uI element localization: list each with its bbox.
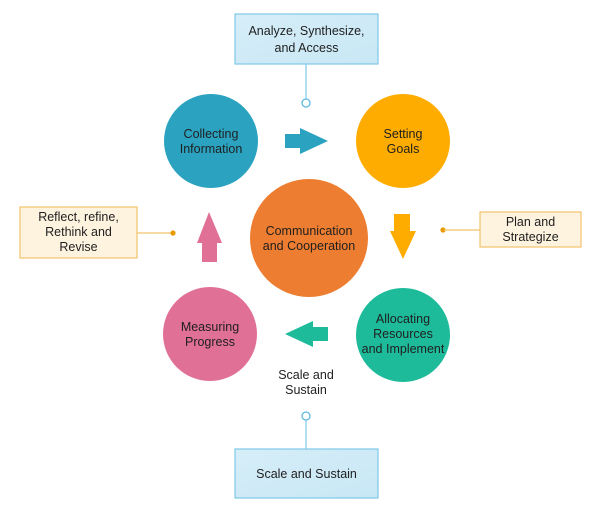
callout-left[interactable]: Reflect, refine, Rethink and Revise	[19, 206, 138, 259]
floating-label: Scale and Sustain	[278, 368, 334, 397]
stage-collecting[interactable]: Collecting Information	[164, 94, 258, 188]
callout-bottom-line-1: Scale and Sustain	[256, 467, 357, 481]
stage-setting-line-2: Goals	[387, 142, 420, 156]
stage-measuring-line-1: Measuring	[181, 320, 239, 334]
stage-allocating-line-1: Allocating	[376, 312, 430, 326]
stage-allocating-line-3: and Implement	[362, 342, 445, 356]
callout-top-line-2: and Access	[275, 41, 339, 55]
callout-top[interactable]: Analyze, Synthesize, and Access	[234, 13, 379, 65]
center-hub-line-2: and Cooperation	[263, 239, 355, 253]
callout-right-line-2: Strategize	[502, 230, 558, 244]
arrow-left-icon	[285, 321, 328, 347]
center-hub[interactable]: Communication and Cooperation	[250, 179, 368, 297]
connector-left	[137, 230, 176, 236]
connector-bottom	[301, 411, 311, 449]
center-hub-line-1: Communication	[266, 224, 353, 238]
stage-allocating[interactable]: Allocating Resources and Implement	[356, 288, 450, 382]
stage-collecting-line-1: Collecting	[184, 127, 239, 141]
connector-top	[301, 64, 311, 108]
connector-top-endpoint-icon	[301, 98, 311, 108]
stage-allocating-line-2: Resources	[373, 327, 433, 341]
callout-right[interactable]: Plan and Strategize	[479, 211, 582, 248]
stage-setting[interactable]: Setting Goals	[356, 94, 450, 188]
arrow-right-icon	[285, 128, 328, 154]
callout-left-line-1: Reflect, refine,	[38, 210, 119, 224]
callout-top-line-1: Analyze, Synthesize,	[248, 24, 364, 38]
callout-left-line-2: Rethink and	[45, 225, 112, 239]
connector-bottom-endpoint-icon	[301, 411, 311, 421]
stage-setting-line-1: Setting	[384, 127, 423, 141]
floating-label-line-2: Sustain	[285, 383, 327, 397]
stage-measuring-line-2: Progress	[185, 335, 235, 349]
arrow-up-icon	[197, 212, 222, 262]
stage-measuring[interactable]: Measuring Progress	[163, 287, 257, 381]
arrow-down-icon	[390, 214, 416, 259]
connector-left-dot-icon	[170, 230, 176, 236]
stage-collecting-line-2: Information	[180, 142, 243, 156]
connector-right	[440, 227, 480, 233]
callout-right-line-1: Plan and	[506, 215, 555, 229]
floating-label-line-1: Scale and	[278, 368, 334, 382]
callout-bottom[interactable]: Scale and Sustain	[234, 448, 379, 499]
connector-right-dot-icon	[440, 227, 446, 233]
callout-left-line-3: Revise	[59, 240, 97, 254]
